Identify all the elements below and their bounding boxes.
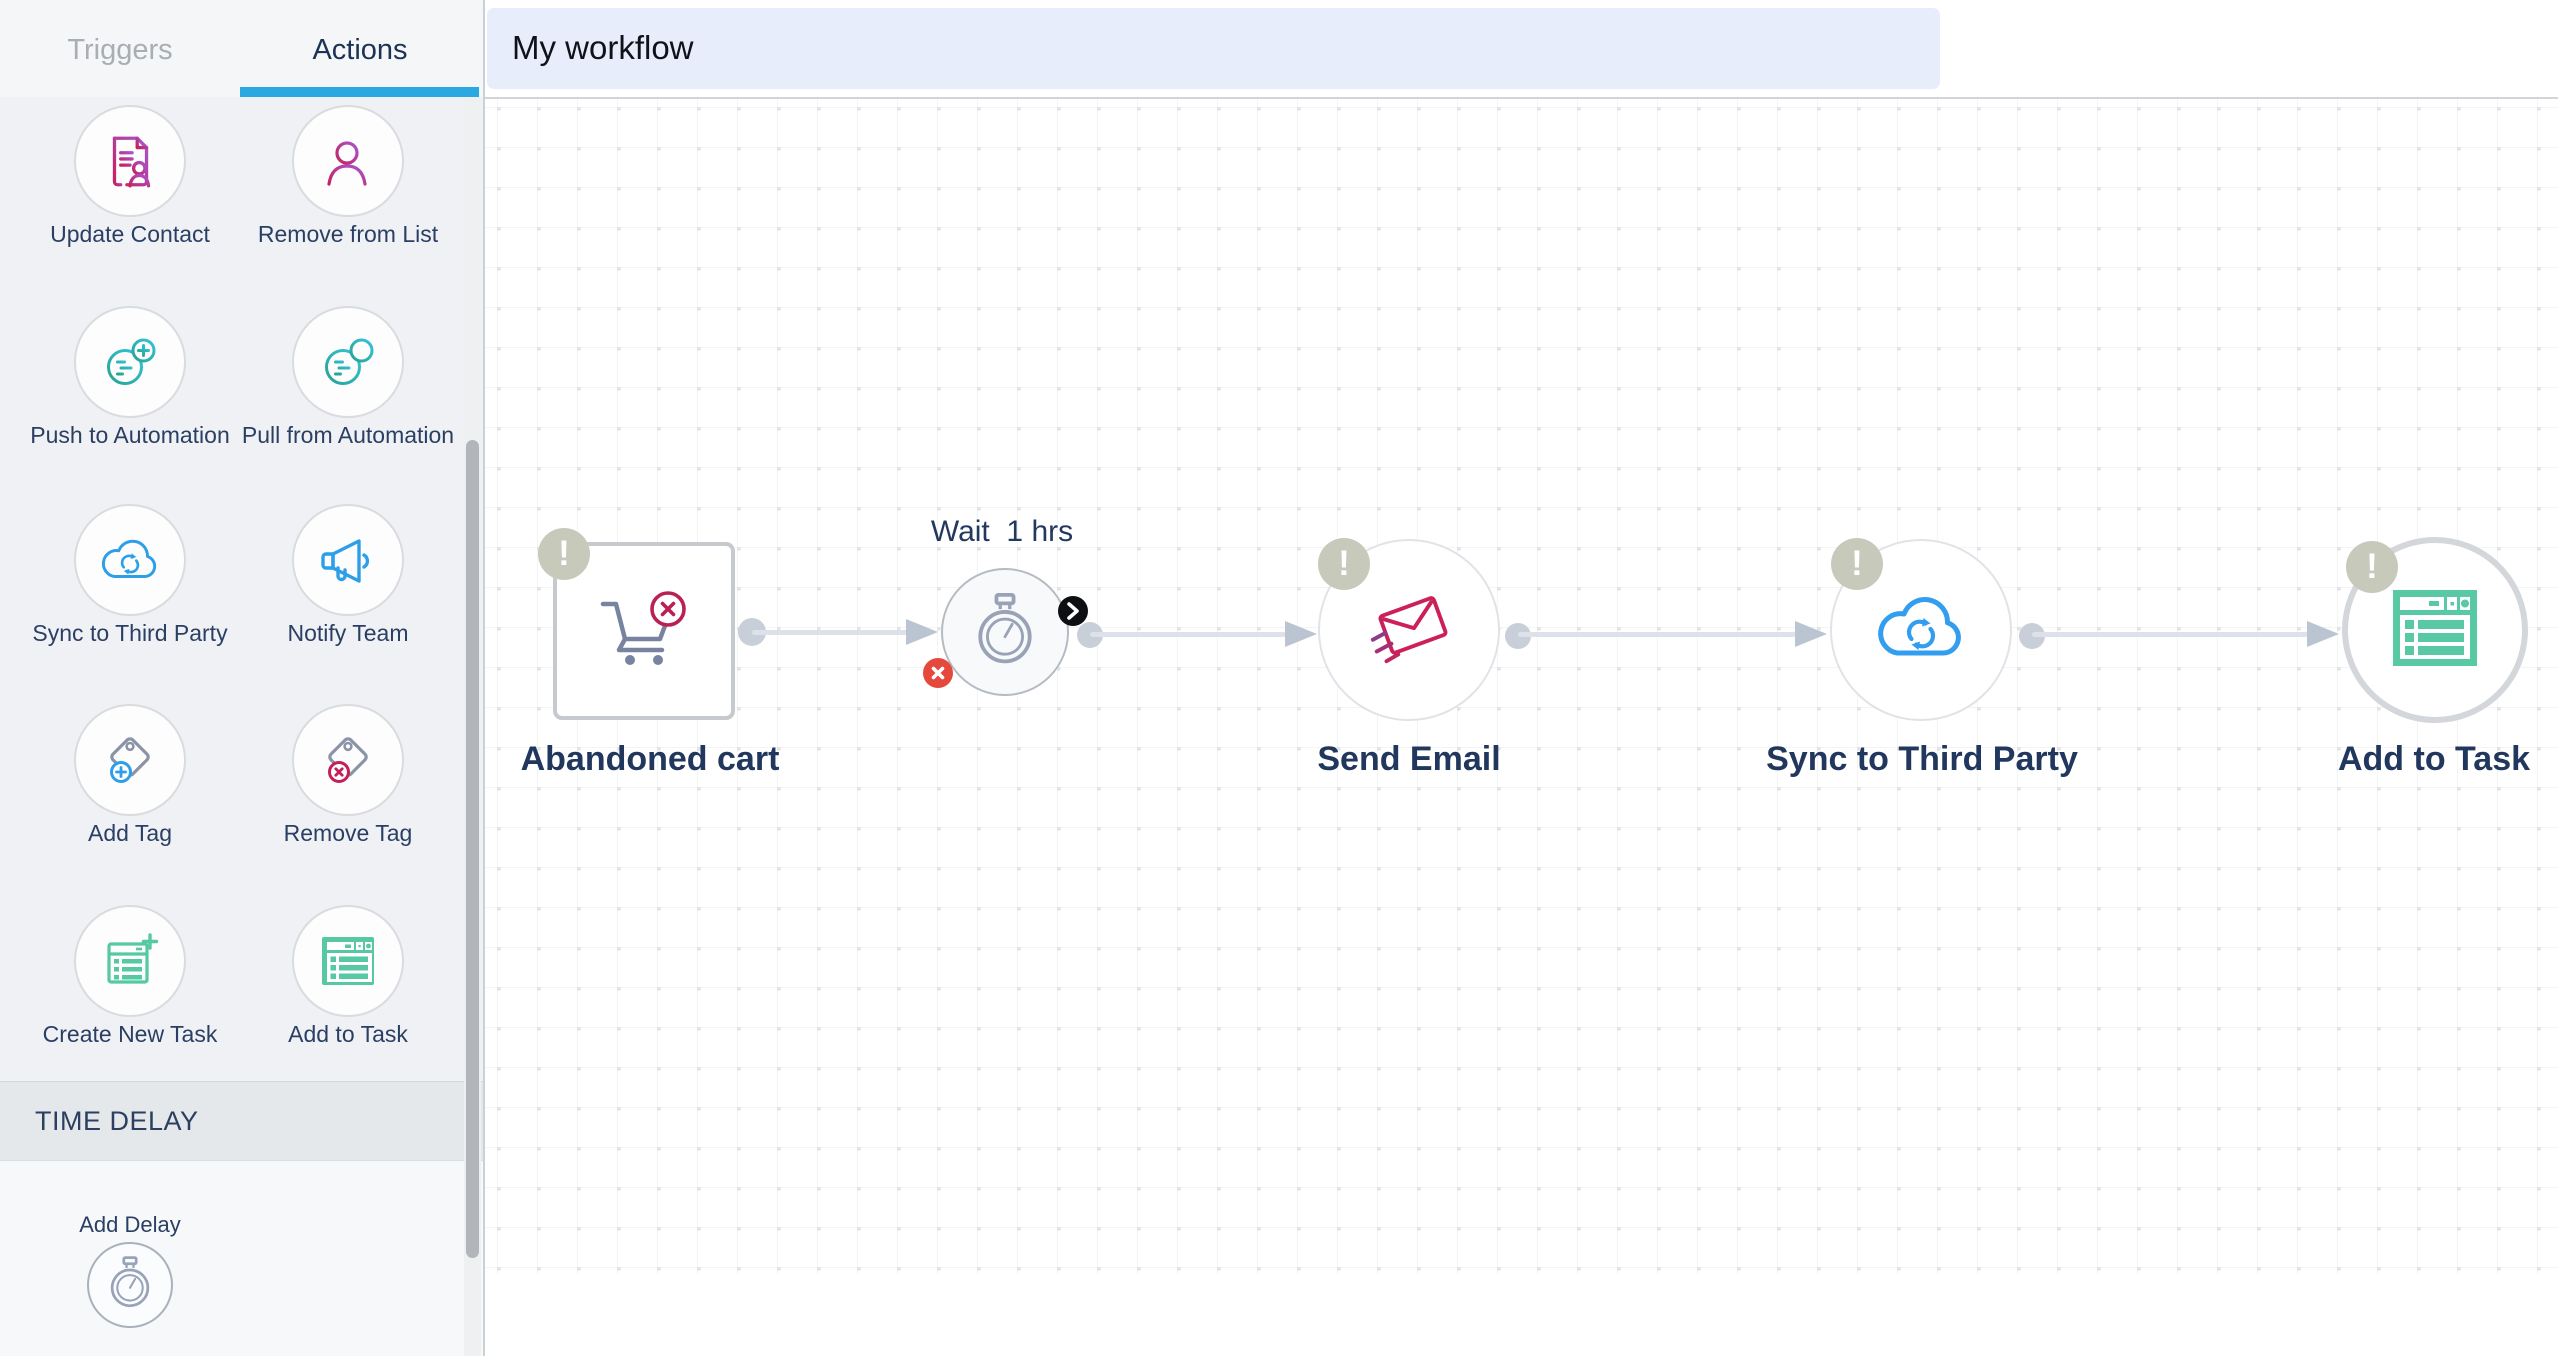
notify-team-icon [292, 504, 404, 616]
warning-badge: ! [2346, 541, 2398, 593]
scrollbar-thumb[interactable] [466, 440, 479, 1258]
connector-arrowhead [2307, 621, 2339, 647]
update-contact-icon [74, 105, 186, 217]
connector-arrowhead [906, 619, 938, 645]
action-label: Sync to Third Party [32, 620, 228, 646]
section-time-delay: TIME DELAY [0, 1081, 483, 1161]
canvas-top-divider [485, 97, 2558, 99]
node-label: Abandoned cart [520, 740, 780, 778]
sync-to-third-party-icon [74, 504, 186, 616]
node-label: Wait 1 hrs [930, 515, 1074, 548]
action-label: Add to Task [288, 1021, 408, 1047]
create-new-task-icon [74, 905, 186, 1017]
action-notify-team[interactable]: Notify Team [287, 504, 409, 646]
action-label: Notify Team [287, 620, 409, 646]
delete-badge[interactable] [923, 658, 953, 688]
push-to-automation-icon [74, 306, 186, 418]
action-add-to-task[interactable]: Add to Task [288, 905, 408, 1047]
node-label: Send Email [1317, 740, 1501, 778]
action-label: Remove Tag [283, 820, 413, 846]
warning-badge: ! [1831, 538, 1883, 590]
sidebar: Triggers Actions Update Contact Remove f… [0, 0, 483, 1356]
action-label: Update Contact [50, 221, 210, 247]
task-window-icon [2391, 588, 2479, 673]
tab-actions[interactable]: Actions [312, 34, 408, 66]
action-pull-from-automation[interactable]: Pull from Automation [242, 306, 454, 448]
action-label: Add Tag [88, 820, 172, 846]
node-send-email[interactable]: ! [1318, 538, 1500, 721]
action-push-to-automation[interactable]: Push to Automation [30, 306, 230, 448]
node-add-to-task[interactable]: ! [2342, 537, 2528, 723]
action-add-tag[interactable]: Add Tag [74, 704, 186, 846]
actions-panel: Update Contact Remove from List Push to … [0, 97, 483, 1081]
connector-arrowhead [1795, 621, 1827, 647]
connector-arrowhead [1285, 621, 1317, 647]
action-remove-from-list[interactable]: Remove from List [258, 105, 438, 247]
abandoned-cart-icon [598, 590, 690, 673]
connector-line [752, 630, 908, 635]
section-header: TIME DELAY [35, 1106, 199, 1136]
action-remove-tag[interactable]: Remove Tag [284, 704, 412, 846]
add-tag-icon [74, 704, 186, 816]
active-tab-indicator [240, 87, 479, 97]
pull-from-automation-icon [292, 306, 404, 418]
remove-tag-icon [292, 704, 404, 816]
workflow-title-bar[interactable]: My workflow [487, 8, 1940, 89]
sidebar-scrollbar[interactable] [464, 97, 481, 1356]
send-email-icon [1360, 584, 1458, 677]
action-label: Remove from List [257, 221, 439, 247]
cloud-sync-icon [1871, 596, 1971, 664]
action-label: Pull from Automation [241, 422, 455, 448]
add-to-task-icon [292, 905, 404, 1017]
action-sync-to-third-party[interactable]: Sync to Third Party [32, 504, 228, 646]
action-label: Create New Task [42, 1021, 218, 1047]
add-delay-item[interactable] [87, 1242, 173, 1328]
node-wait-delay[interactable] [923, 568, 1088, 696]
next-step-badge[interactable] [1058, 596, 1088, 626]
stopwatch-icon [108, 1255, 152, 1316]
remove-from-list-icon [292, 105, 404, 217]
node-label: Sync to Third Party [1766, 740, 2078, 778]
sidebar-tabbar: Triggers Actions [0, 0, 483, 97]
connector-line [1518, 632, 1796, 637]
node-abandoned-cart[interactable]: ! [538, 528, 735, 720]
sidebar-canvas-divider [483, 0, 485, 1356]
workflow-title: My workflow [512, 29, 694, 66]
action-update-contact[interactable]: Update Contact [50, 105, 210, 247]
warning-badge: ! [538, 528, 590, 580]
connector-line [1090, 632, 1286, 637]
node-label: Add to Task [2337, 740, 2531, 778]
warning-badge: ! [1318, 538, 1370, 590]
action-create-new-task[interactable]: Create New Task [43, 905, 217, 1047]
stopwatch-icon [974, 592, 1036, 673]
workflow-canvas[interactable] [485, 99, 2558, 1274]
add-delay-label: Add Delay [79, 1212, 181, 1237]
connector-line [2032, 632, 2308, 637]
tab-triggers[interactable]: Triggers [67, 34, 173, 66]
action-label: Push to Automation [30, 422, 230, 448]
node-sync-to-third-party[interactable]: ! [1830, 538, 2012, 721]
time-delay-panel: Add Delay [0, 1163, 483, 1356]
